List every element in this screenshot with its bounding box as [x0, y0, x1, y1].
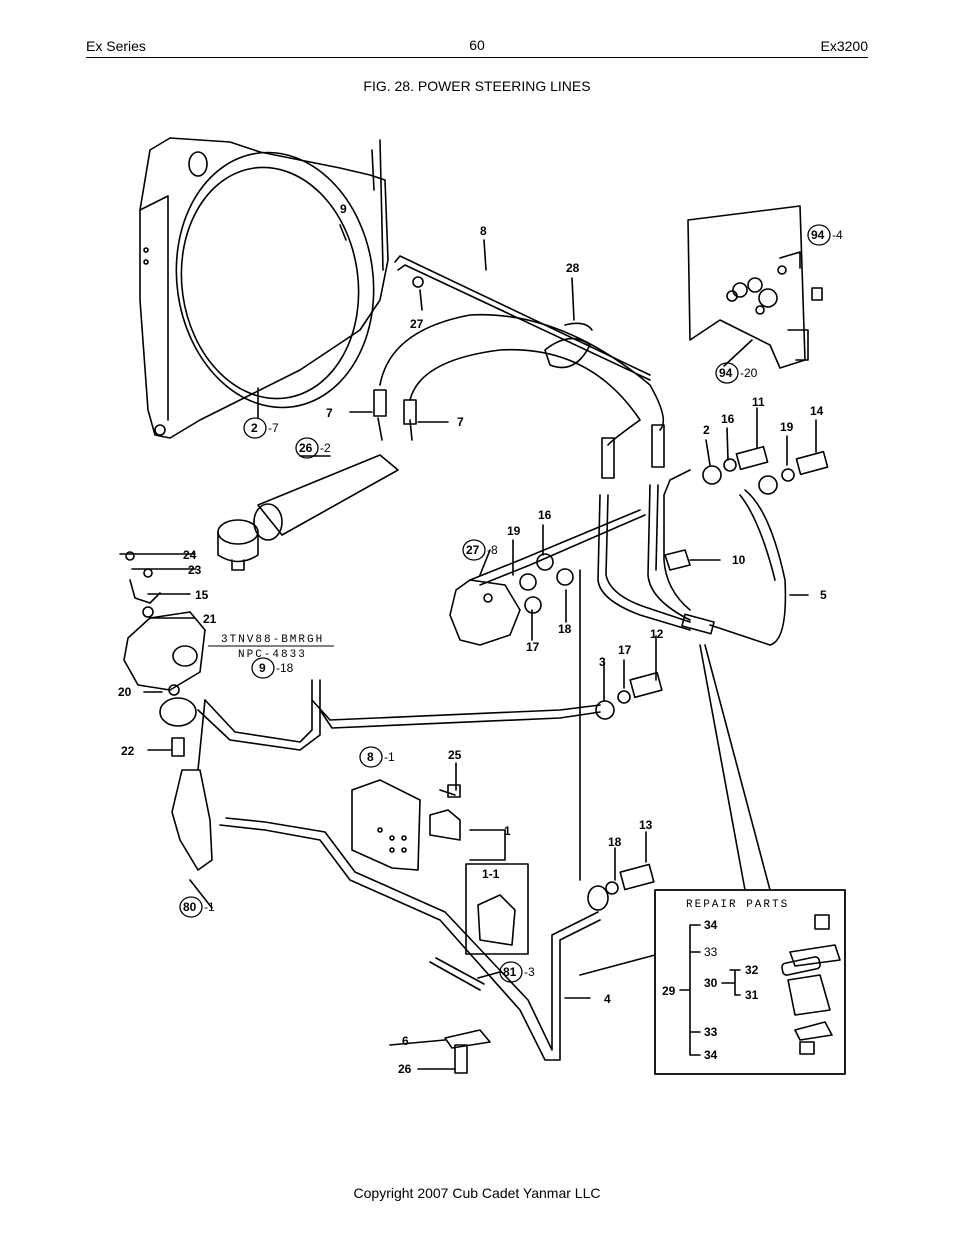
clip-6	[444, 1029, 491, 1049]
callout-21: 21	[203, 612, 217, 626]
steering-valve	[449, 509, 646, 646]
callout-2: 2	[251, 421, 258, 435]
callout-28: 28	[566, 261, 580, 275]
callout-8-bracket: 8	[367, 750, 374, 764]
callout-80-1-suffix: -1	[204, 900, 215, 914]
pipe-5b	[709, 489, 787, 646]
callout-1-1: 1-1	[482, 867, 500, 881]
copyright-footer: Copyright 2007 Cub Cadet Yanmar LLC	[353, 1185, 601, 1201]
callout-9-pipe: 9	[259, 661, 266, 675]
callout-2-fitting: 2	[703, 423, 710, 437]
callout-94-bottom: 94	[719, 366, 733, 380]
callout-20: 20	[118, 685, 132, 699]
callout-23: 23	[188, 563, 202, 577]
callout-11: 11	[752, 395, 765, 409]
callout-19-top: 19	[780, 420, 794, 434]
repair-parts-title: REPAIR PARTS	[686, 899, 789, 911]
pipe-8	[394, 255, 651, 381]
pointer-lines	[579, 644, 771, 976]
callout-1: 1	[504, 824, 511, 838]
bracket-8-1	[351, 779, 421, 871]
callout-81: 81	[503, 965, 517, 979]
repair-part-29: 29	[662, 984, 676, 998]
callout-13: 13	[639, 818, 653, 832]
callout-25: 25	[448, 748, 462, 762]
page-number: 60	[469, 37, 485, 53]
pipe-5a	[597, 494, 691, 631]
hydraulic-pump	[123, 551, 206, 757]
callout-26-2-suffix: -2	[320, 441, 331, 455]
callout-26: 26	[299, 441, 313, 455]
callout-9-18-suffix: -18	[276, 661, 294, 675]
radiator-shroud	[139, 137, 389, 439]
reservoir	[217, 389, 417, 571]
callout-15: 15	[195, 588, 209, 602]
callout-8-1-suffix: -1	[384, 750, 395, 764]
callout-6: 6	[402, 1034, 409, 1048]
repair-part-33-bottom: 33	[704, 1025, 718, 1039]
callout-12: 12	[650, 627, 664, 641]
callout-27-valve: 27	[466, 543, 480, 557]
callout-14: 14	[810, 404, 824, 418]
pump-model-line2: NPC-4833	[238, 649, 307, 661]
callout-5: 5	[820, 588, 827, 602]
callout-17-mid: 17	[526, 640, 540, 654]
callout-27-8-suffix: -8	[487, 543, 498, 557]
callout-7-right: 7	[457, 415, 464, 429]
pump-bracket-80	[171, 699, 213, 871]
clip-10	[664, 549, 691, 571]
callout-17-right: 17	[618, 643, 632, 657]
bracket-plate	[687, 205, 823, 369]
fitting-left	[601, 437, 615, 479]
repair-part-30: 30	[704, 976, 718, 990]
repair-part-32: 32	[745, 963, 759, 977]
callout-24: 24	[183, 548, 197, 562]
repair-part-33-top: 33	[704, 945, 718, 959]
repair-part-34-top: 34	[704, 918, 718, 932]
figure-title: FIG. 28. POWER STEERING LINES	[363, 78, 591, 94]
callout-27: 27	[410, 317, 424, 331]
rod-81	[429, 957, 485, 991]
pipe-9-18	[197, 679, 321, 751]
banjo-2	[702, 465, 722, 485]
callout-94-4-suffix: -4	[832, 228, 843, 242]
callout-18-lower: 18	[608, 835, 622, 849]
callout-22: 22	[121, 744, 135, 758]
header-model: Ex3200	[820, 38, 868, 54]
callout-10: 10	[732, 553, 746, 567]
callout-81-3-suffix: -3	[524, 965, 535, 979]
fitting-right	[651, 424, 665, 468]
callout-2-7-suffix: -7	[268, 421, 279, 435]
repair-part-34-bottom: 34	[704, 1048, 718, 1062]
callout-94-20-suffix: -20	[740, 366, 758, 380]
header-rule	[86, 57, 868, 58]
callout-94-top: 94	[811, 228, 825, 242]
callout-18-mid: 18	[558, 622, 572, 636]
inset-1-1	[465, 863, 529, 955]
pipe-4	[219, 817, 601, 1061]
pump-model-line1: 3TNV88-BMRGH	[221, 634, 324, 646]
repair-part-31: 31	[745, 988, 759, 1002]
callout-26-bolt: 26	[398, 1062, 412, 1076]
callout-16-top: 16	[721, 412, 735, 426]
callout-3: 3	[599, 655, 606, 669]
callout-80: 80	[183, 900, 197, 914]
callout-16-mid: 16	[538, 508, 552, 522]
hose-upper	[379, 313, 665, 431]
clamp-28	[544, 337, 591, 369]
callout-8: 8	[480, 224, 487, 238]
header-series: Ex Series	[86, 38, 146, 54]
callout-9: 9	[340, 202, 347, 216]
repair-parts-box	[654, 889, 846, 1075]
callout-7-left: 7	[326, 406, 333, 420]
callout-19-mid: 19	[507, 524, 521, 538]
clip-1	[429, 809, 461, 841]
callout-4: 4	[604, 992, 611, 1006]
